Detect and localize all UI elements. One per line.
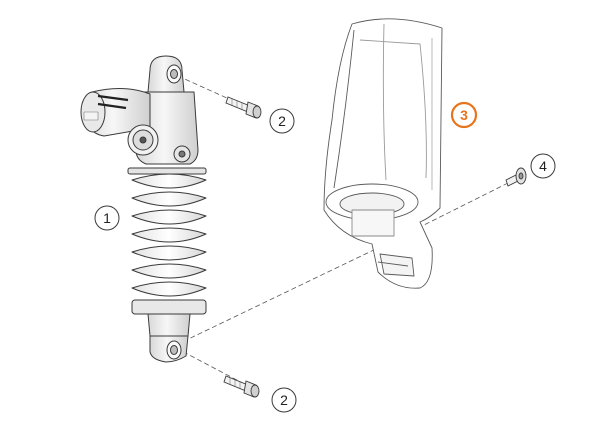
- callout-1: 1: [94, 205, 120, 231]
- callout-2-upper-label: 2: [278, 113, 286, 129]
- callout-3-label: 3: [460, 107, 468, 123]
- callout-1-label: 1: [103, 210, 111, 226]
- shock-spring: [127, 167, 207, 315]
- screw-small: [505, 167, 527, 187]
- shock-reservoir: [80, 88, 151, 137]
- assembly-line-bottom-bolt: [175, 347, 253, 389]
- assembly-line-long: [175, 245, 383, 346]
- bolt-upper: [225, 96, 262, 119]
- callout-2-lower-label: 2: [280, 392, 288, 408]
- shock-lower-body: [147, 313, 191, 337]
- callout-3: 3: [450, 101, 478, 129]
- callout-2-lower: 2: [271, 387, 297, 413]
- callout-4: 4: [530, 153, 556, 179]
- callout-4-label: 4: [539, 158, 547, 174]
- shock-cover-guard: [323, 18, 443, 289]
- bolt-lower: [223, 375, 260, 398]
- callout-2-upper: 2: [269, 108, 295, 134]
- shock-absorber: [80, 55, 207, 363]
- shock-adjuster-knob: [127, 124, 159, 156]
